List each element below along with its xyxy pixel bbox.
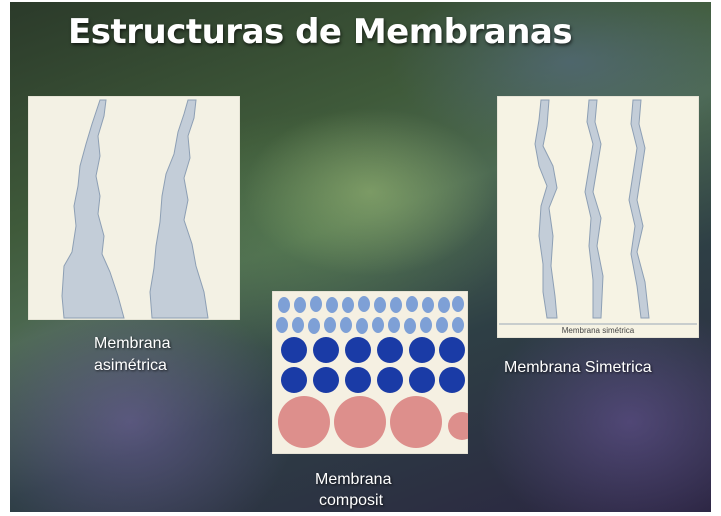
symmetric-inner-label: Membrana simétrica <box>561 326 635 335</box>
composite-membrane-image <box>272 291 468 454</box>
slide-background: Estructuras de Membranas Membrana asimét… <box>10 2 711 512</box>
composite-caption-line2: composit <box>319 492 384 509</box>
asymmetric-membrane-image <box>28 96 240 320</box>
asymmetric-caption-line1: Membrana <box>94 335 171 352</box>
composite-caption-line1: Membrana <box>315 471 392 488</box>
slide-title: Estructuras de Membranas <box>68 12 573 52</box>
asymmetric-caption-line2: asimétrica <box>94 357 167 374</box>
symmetric-caption: Membrana Simetrica <box>504 359 652 376</box>
symmetric-membrane-image: Membrana simétrica <box>497 96 699 338</box>
